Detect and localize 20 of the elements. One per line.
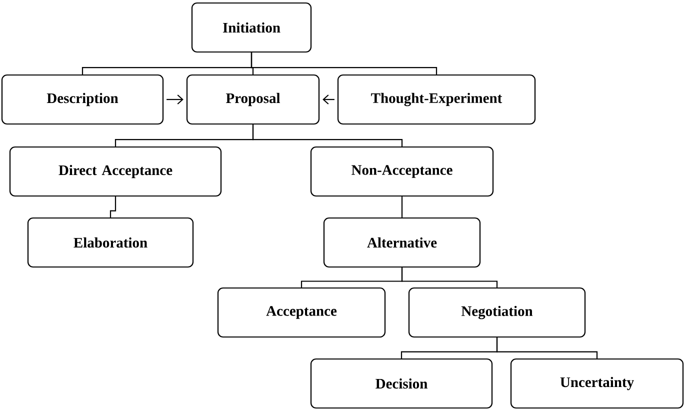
process-box: Decision [310,358,493,409]
process-box: Thought-Experiment [337,74,536,125]
connector [401,196,403,218]
process-box: Alternative [323,217,481,268]
process-box: Description [1,74,164,125]
connector [110,196,116,218]
connector [250,52,438,74]
process-box: Proposal [186,74,320,125]
process-box: Non-Acceptance [310,146,494,197]
process-box: Direct Acceptance [9,146,222,197]
process-box: Uncertainty [510,358,684,409]
connector [322,94,334,104]
connector [166,94,184,104]
process-box: Initiation [191,2,312,53]
process-box: Acceptance [217,287,386,338]
connector [401,268,498,288]
process-box: Negotiation [408,287,586,338]
connector [252,124,403,146]
process-box: Elaboration [27,217,194,268]
connector [496,338,598,358]
